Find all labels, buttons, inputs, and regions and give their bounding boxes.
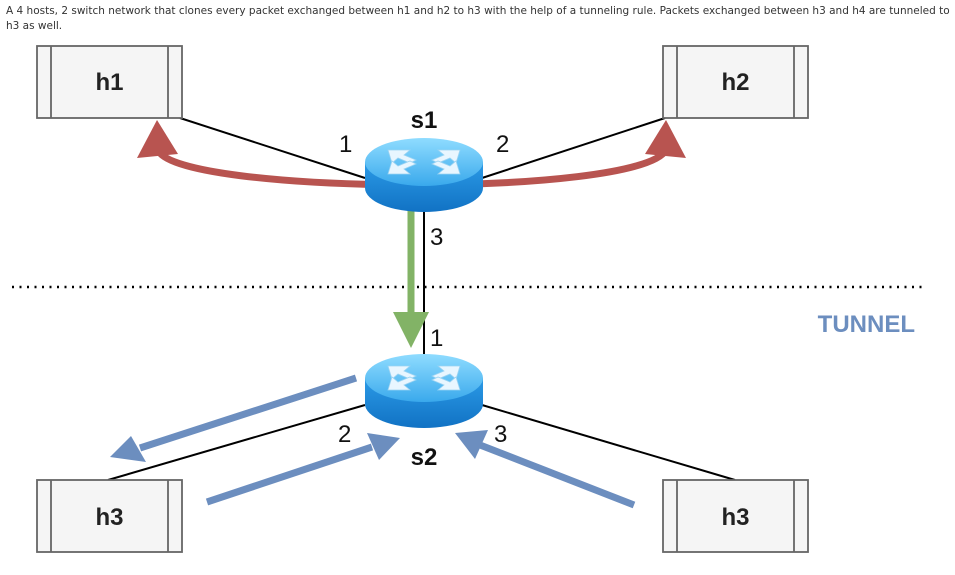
clone-arrow-head: [393, 312, 429, 348]
host-h3-left-label: h3: [95, 504, 123, 531]
link-h1-s1: [179, 117, 366, 179]
switch-s1-top: [365, 138, 483, 186]
tunnel-arrow-from-h3-head: [367, 433, 400, 460]
link-s2-h3-right: [481, 404, 736, 481]
switch-s2-label: s2: [411, 444, 438, 471]
switch-s2[interactable]: [365, 354, 483, 428]
arc-arrow-head-h2: [645, 120, 686, 158]
diagram-caption: A 4 hosts, 2 switch network that clones …: [6, 5, 950, 32]
tunnel-arrow-from-h4-shaft: [478, 441, 636, 509]
link-s2-h3-left: [107, 404, 366, 481]
host-h3-right[interactable]: h3: [662, 479, 809, 553]
link-h2-s1: [481, 117, 666, 179]
host-h1-label: h1: [95, 69, 123, 96]
switch-s2-top: [365, 354, 483, 402]
tunnel-arrow-from-h4-head: [455, 430, 488, 459]
tunnel-arrow-to-h3-shaft: [138, 374, 358, 452]
host-h2[interactable]: h2: [662, 45, 809, 119]
s1-port-1-label: 1: [339, 131, 352, 158]
switch-s1-label: s1: [411, 107, 438, 134]
s2-port-1-label: 1: [430, 325, 443, 352]
host-h3-left[interactable]: h3: [36, 479, 183, 553]
s2-port-3-label: 3: [494, 421, 507, 448]
host-h2-label: h2: [721, 69, 749, 96]
s1-port-3-label: 3: [430, 224, 443, 251]
arc-arrow-head-h1: [137, 120, 178, 158]
s1-port-2-label: 2: [496, 131, 509, 158]
tunnel-arrow-to-h3-head: [110, 436, 146, 462]
switch-s2-arrows-icon: [387, 365, 461, 391]
switch-s1-arrows-icon: [387, 149, 461, 175]
tunnel-arrow-from-h3-shaft: [205, 443, 374, 506]
s2-port-2-label: 2: [338, 421, 351, 448]
switch-s1[interactable]: [365, 138, 483, 212]
tunnel-label: TUNNEL: [818, 311, 915, 338]
host-h1[interactable]: h1: [36, 45, 183, 119]
host-h3-right-label: h3: [721, 504, 749, 531]
